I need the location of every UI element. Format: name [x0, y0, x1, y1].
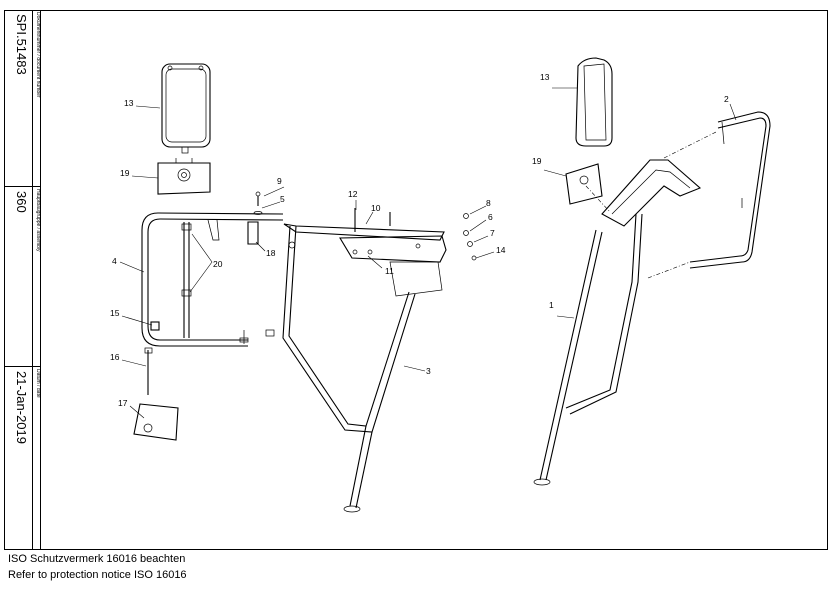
exploded-parts-diagram: 13 19 9 5 12 10 8 6 7 14 11 18 4 20 15 1… — [110, 57, 771, 513]
part-19-clamp-housing-left — [157, 158, 211, 195]
callout-6: 6 — [488, 212, 493, 222]
part-17-small-mirror — [133, 403, 179, 441]
title-block: Dokumentnummer / document number SPI.514… — [4, 10, 41, 550]
part-3-support-arm — [282, 225, 416, 513]
part-2-upper-tube-right — [689, 111, 771, 269]
callout-13-right: 13 — [540, 72, 550, 82]
callout-10: 10 — [371, 203, 381, 213]
assembly-number: 360 — [14, 191, 29, 213]
part-19-clamp-housing-right — [565, 163, 603, 205]
drawing-sheet-border — [4, 10, 828, 550]
part-mounting-plate-assembly — [283, 223, 447, 297]
callout-8: 8 — [486, 198, 491, 208]
callout-18: 18 — [266, 248, 276, 258]
date-value: 21-Jan-2019 — [14, 371, 29, 444]
part-1-support-arm-right — [533, 159, 702, 486]
callout-13-left: 13 — [124, 98, 134, 108]
part-20-braces — [181, 222, 192, 338]
callout-4: 4 — [112, 256, 117, 266]
callout-20: 20 — [213, 259, 223, 269]
title-block-assembly-cell: Hauptbaugruppe / assembly 360 — [4, 187, 41, 367]
title-block-date-cell: Datum / date 21-Jan-2019 — [4, 367, 41, 550]
callout-12: 12 — [348, 189, 358, 199]
document-number: SPI.51483 — [14, 14, 29, 75]
callout-labels: 13 19 9 5 12 10 8 6 7 14 11 18 4 20 15 1… — [110, 72, 729, 408]
footer-protection-notice-de: ISO Schutzvermerk 16016 beachten — [8, 553, 186, 565]
part-18-bracket — [239, 221, 275, 344]
dash-dot-center-lines — [585, 131, 717, 279]
title-block-document-number-cell: Dokumentnummer / document number SPI.514… — [4, 10, 41, 187]
callout-5: 5 — [280, 194, 285, 204]
callout-9: 9 — [277, 176, 282, 186]
part-4-tube-frame — [141, 212, 284, 347]
callout-7: 7 — [490, 228, 495, 238]
callout-2: 2 — [724, 94, 729, 104]
callout-19-left: 19 — [120, 168, 130, 178]
part-13-mirror-head-left — [161, 63, 211, 154]
callout-leaders — [119, 87, 737, 419]
footer-protection-notice-en: Refer to protection notice ISO 16016 — [8, 569, 187, 581]
callout-3: 3 — [426, 366, 431, 376]
part-16-stud — [144, 347, 153, 395]
callout-15: 15 — [110, 308, 120, 318]
callout-1: 1 — [549, 300, 554, 310]
callout-14: 14 — [496, 245, 506, 255]
part-13-mirror-head-right — [575, 57, 613, 147]
callout-11: 11 — [385, 266, 394, 276]
callout-19-right: 19 — [532, 156, 542, 166]
callout-16: 16 — [110, 352, 120, 362]
part-15-clamp — [150, 321, 160, 331]
callout-17: 17 — [118, 398, 128, 408]
